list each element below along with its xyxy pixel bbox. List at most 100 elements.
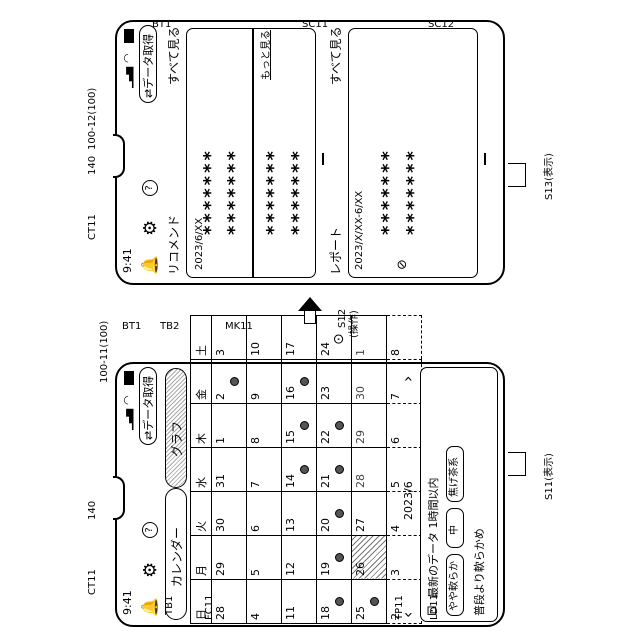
calendar-grid: 日 月 火 水 木 金 土 28 29 30 31 1 2 3 4 5 6 [190, 315, 422, 624]
day-cell[interactable]: 20 [317, 492, 352, 536]
day-cell[interactable]: 7 [247, 448, 282, 492]
day-cell[interactable]: 31 [212, 448, 247, 492]
day-cell[interactable]: 28 [352, 448, 387, 492]
month-label: 2023/6 [403, 481, 414, 520]
day-cell[interactable]: 28 [212, 580, 247, 624]
weekday-wed: 水 [191, 448, 212, 492]
record-marker [300, 421, 309, 430]
label-140-a: 140 [88, 501, 98, 520]
chip-amount: 中 [446, 508, 464, 548]
day-number: 19 [319, 562, 332, 576]
phone-2-data-button[interactable]: ⇄データ取得 [139, 25, 157, 103]
day-cell[interactable]: 4 [247, 580, 282, 624]
phone-2-wifi-icon: ◠ [121, 53, 134, 63]
phone-1-data-button[interactable]: ⇄データ取得 [139, 367, 157, 445]
calendar-week: 28 29 30 31 1 2 3 [212, 316, 247, 624]
day-number: 25 [354, 606, 367, 620]
day-cell-selected[interactable]: 26 [352, 536, 387, 580]
day-cell[interactable]: 13 [282, 492, 317, 536]
phone-2-time: 9:41 [122, 248, 133, 273]
month-next-button[interactable]: › [400, 376, 416, 382]
record-marker [300, 465, 309, 474]
page-indicator-2 [484, 153, 486, 165]
calendar-week: 18 19 20 21 22 23 24⊙ [317, 316, 352, 624]
calendar-week: 11 12 13 14 15 16 17 [282, 316, 317, 624]
label-S12-op: (操作) [350, 310, 360, 338]
label-S13: S13(表示) [545, 153, 555, 200]
record-marker [300, 377, 309, 386]
day-cell[interactable]: 16 [282, 360, 317, 404]
day-cell[interactable]: 14 [282, 448, 317, 492]
label-140-b: 140 [88, 156, 98, 175]
day-cell[interactable]: 6 [387, 404, 422, 448]
recommend-divider [252, 28, 254, 278]
recommend-more-link[interactable]: もっと見る [262, 30, 272, 80]
chip-softness: やや軟らか [446, 554, 464, 616]
day-cell[interactable]: 18 [317, 580, 352, 624]
phone-2-gear-icon[interactable]: ⚙ [140, 220, 161, 236]
recommend-title: リコメンド [168, 215, 180, 275]
day-cell[interactable]: 8 [247, 404, 282, 448]
day-cell[interactable]: 19 [317, 536, 352, 580]
day-cell[interactable]: 1 [212, 404, 247, 448]
phone-2-help-icon[interactable]: ? [142, 180, 158, 196]
day-cell[interactable]: 15 [282, 404, 317, 448]
day-cell[interactable]: 21 [317, 448, 352, 492]
latest-summary: 普段より軟らかめ [474, 528, 485, 616]
calendar-week: 25 26 27 28 29 30 1 [352, 316, 387, 624]
label-SC12: SC12 [428, 20, 454, 30]
day-cell[interactable]: 5 [247, 536, 282, 580]
report-edit-icon[interactable]: ⊘ [395, 259, 410, 270]
recommend-stars-3: ******* [265, 148, 283, 235]
day-cell[interactable]: 30 [212, 492, 247, 536]
day-cell[interactable]: 12 [282, 536, 317, 580]
day-cell[interactable]: 6 [247, 492, 282, 536]
day-cell[interactable]: 22 [317, 404, 352, 448]
label-MK11: MK11 [225, 322, 253, 332]
day-number: 16 [284, 386, 297, 400]
day-cell[interactable]: 3 [387, 536, 422, 580]
label-CT11-b: CT11 [88, 214, 98, 240]
recommend-see-all[interactable]: すべて見る [168, 26, 180, 85]
phone-1-time: 9:41 [122, 590, 133, 615]
page-indicator-1 [322, 153, 324, 165]
day-number: 2 [214, 393, 227, 400]
bracket-S11 [508, 452, 526, 476]
phone-1-battery-icon [124, 371, 134, 385]
day-cell[interactable]: 23 [317, 360, 352, 404]
label-SC11: SC11 [302, 20, 328, 30]
tab-graph[interactable]: グラフ [165, 368, 187, 488]
label-TB2: TB2 [160, 322, 179, 332]
phone-2-bell-icon: 🔔 [140, 255, 159, 275]
day-number: 21 [319, 474, 332, 488]
weekday-thu: 木 [191, 404, 212, 448]
label-FC11: FC11 [205, 595, 215, 620]
day-cell[interactable]: 29 [212, 536, 247, 580]
label-p2-ref: 100-12(100) [88, 88, 98, 150]
day-cell[interactable]: 11 [282, 580, 317, 624]
day-cell[interactable]: 25 [352, 580, 387, 624]
day-cell[interactable]: 2 [212, 360, 247, 404]
day-cell[interactable]: 29 [352, 404, 387, 448]
weekday-mon: 月 [191, 536, 212, 580]
day-cell[interactable]: 27 [352, 492, 387, 536]
recommend-date: 2023/6/XX [195, 218, 205, 270]
label-LD11: LD11 [430, 594, 440, 620]
bracket-S13 [508, 163, 526, 187]
phone-1-help-icon[interactable]: ? [142, 522, 158, 538]
day-cell[interactable]: 30 [352, 360, 387, 404]
phone-1-gear-icon[interactable]: ⚙ [140, 562, 161, 578]
day-cell[interactable]: 8 [387, 316, 422, 360]
report-stars-1: ******* [380, 148, 398, 235]
day-number: 20 [319, 518, 332, 532]
record-marker [335, 597, 344, 606]
record-marker [335, 509, 344, 518]
label-TP11: TP11 [395, 595, 405, 620]
record-marker [335, 465, 344, 474]
calendar-week: 2 3 4 5 6 7 8 [387, 316, 422, 624]
label-S12: S12 [338, 309, 348, 328]
day-cell[interactable]: 9 [247, 360, 282, 404]
recommend-stars-2: ******* [226, 148, 244, 235]
record-marker [370, 597, 379, 606]
report-see-all[interactable]: すべて見る [330, 26, 342, 85]
